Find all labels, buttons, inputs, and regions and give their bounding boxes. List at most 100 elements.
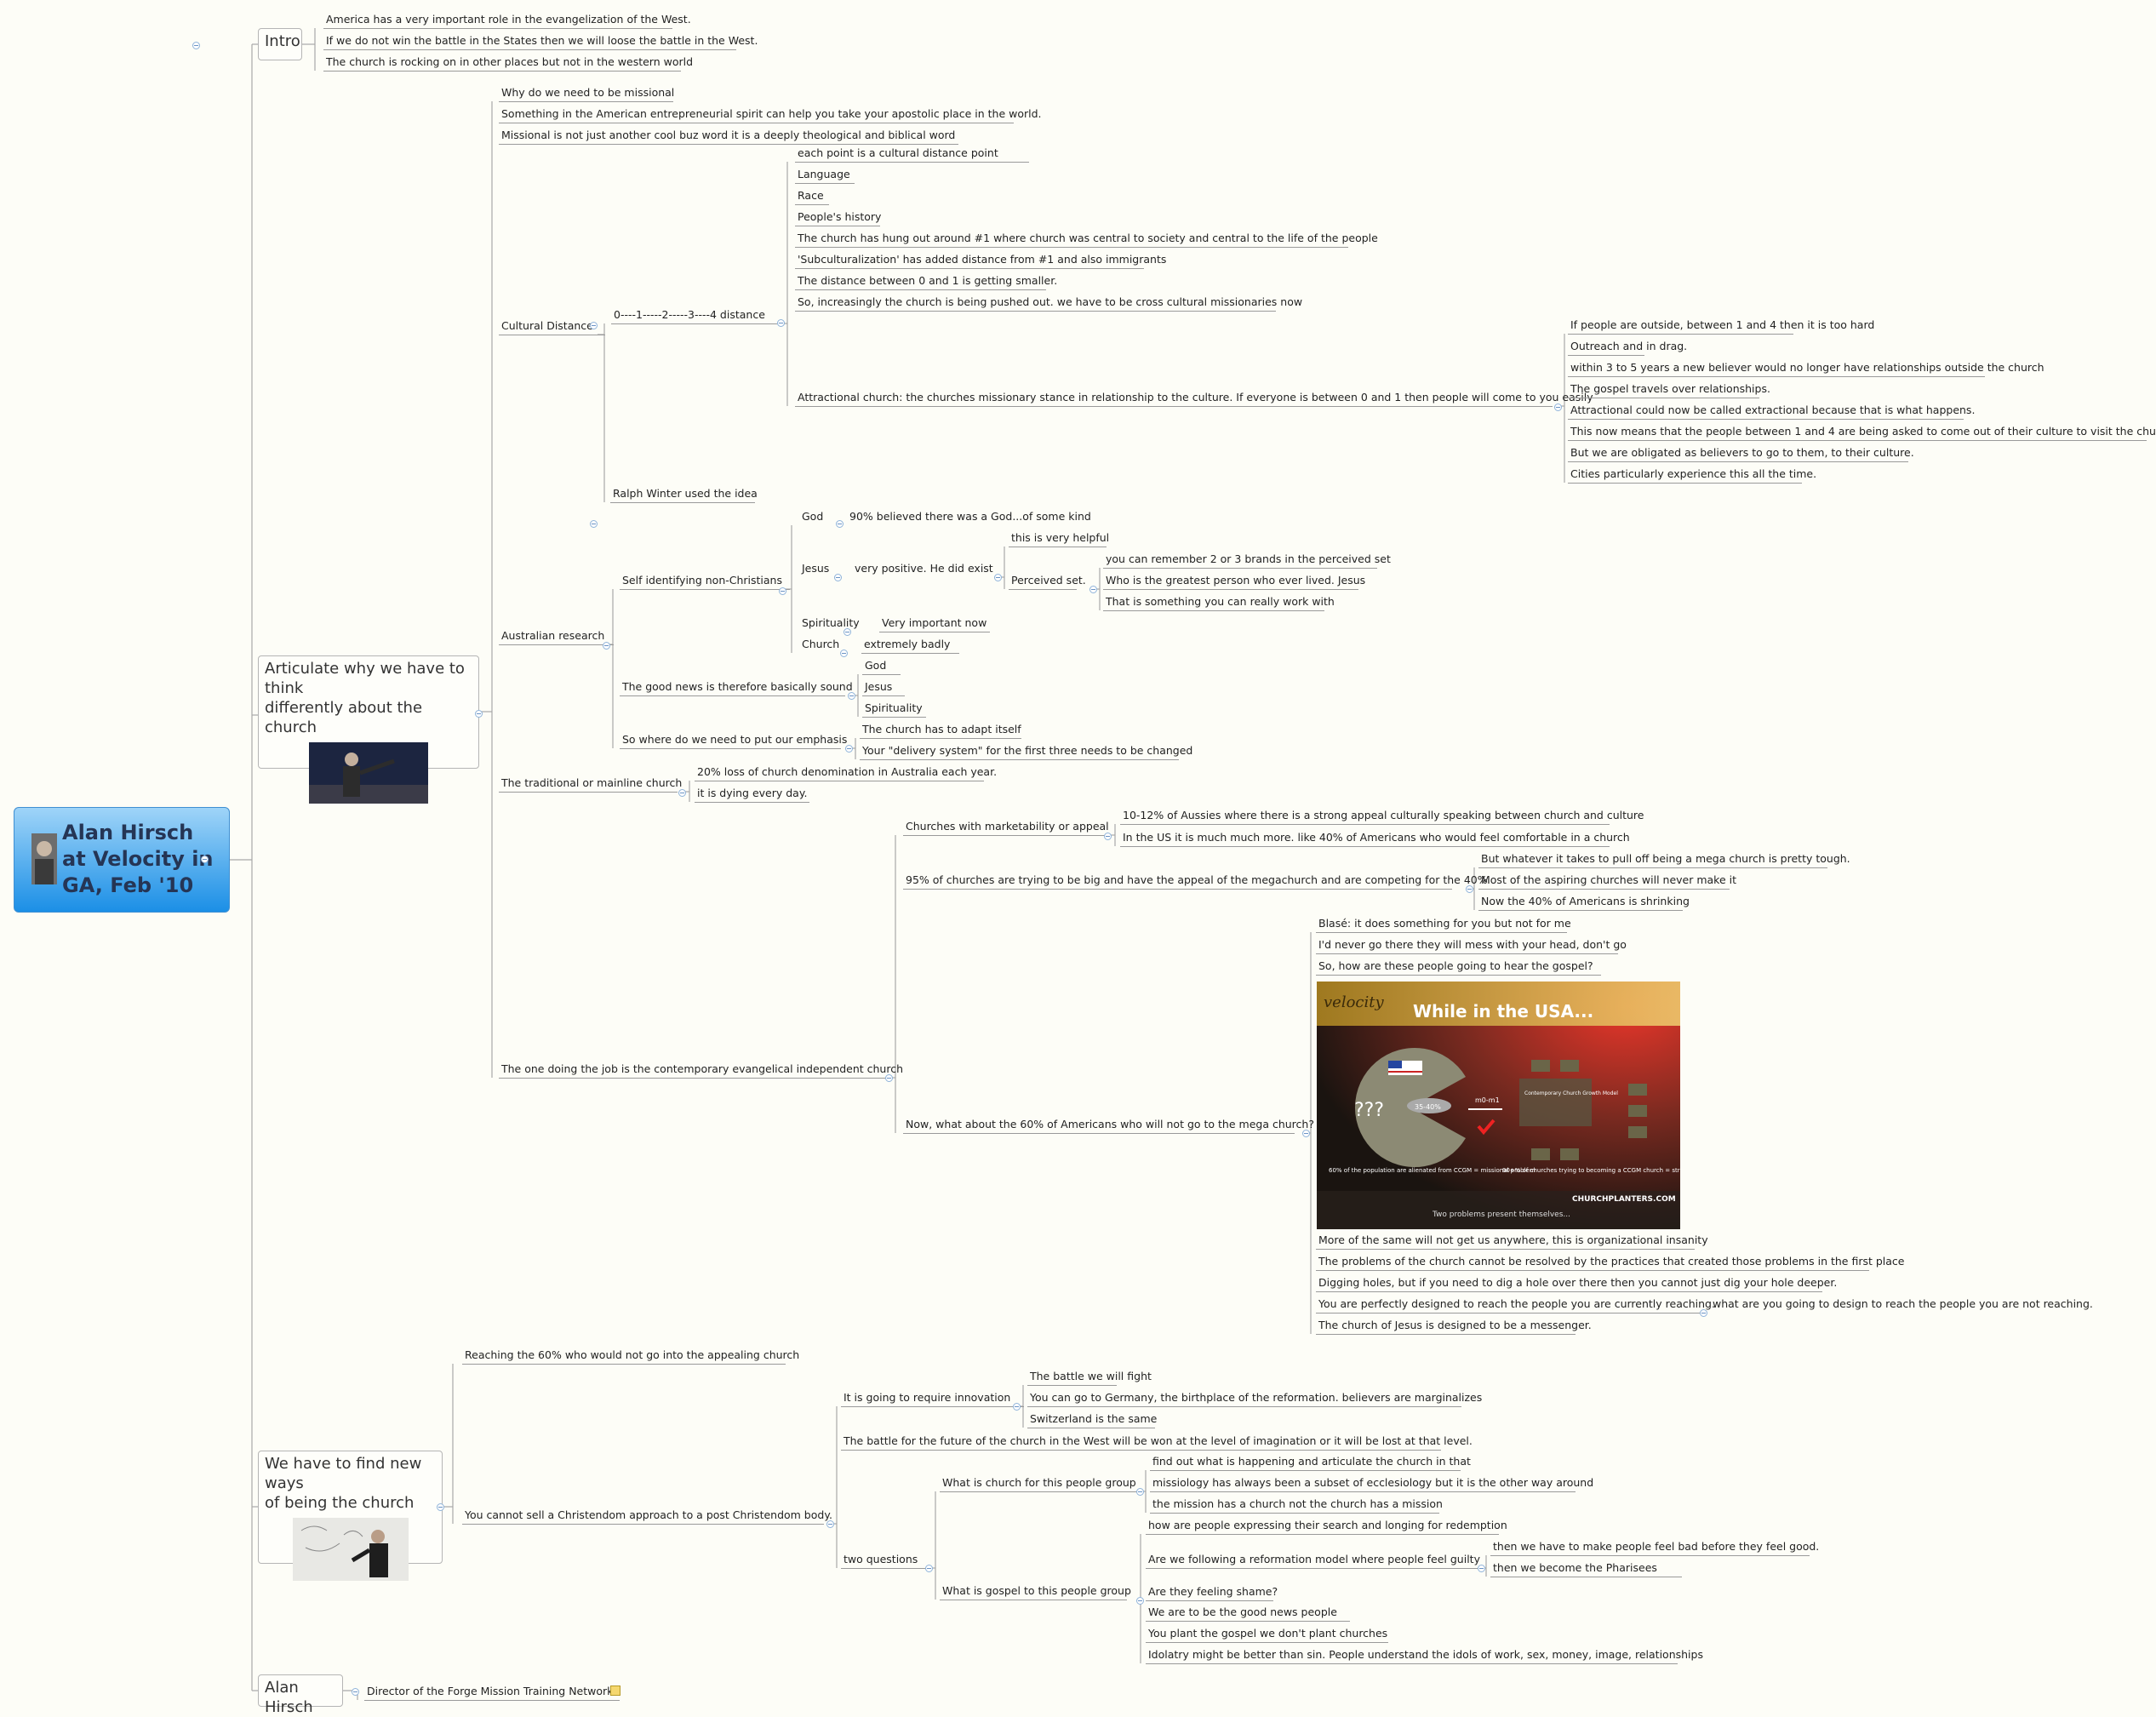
topic-node[interactable]: how are people expressing their search a… <box>1146 1519 1499 1535</box>
topic-node[interactable]: More of the same will not get us anywher… <box>1316 1233 1695 1250</box>
topic-node[interactable]: Something in the American entrepreneuria… <box>499 107 1014 123</box>
topic-node[interactable]: People's history <box>795 210 880 226</box>
topic-node[interactable]: The battle for the future of the church … <box>841 1434 1441 1451</box>
topic-node[interactable]: 0----1-----2-----3----4 distance <box>611 308 777 324</box>
topic-node[interactable]: 95% of churches are trying to be big and… <box>903 873 1452 890</box>
topic-node[interactable]: Switzerland is the same <box>1027 1412 1155 1428</box>
topic-node[interactable]: Digging holes, but if you need to dig a … <box>1316 1276 1822 1292</box>
topic-node[interactable]: Director of the Forge Mission Training N… <box>364 1685 620 1701</box>
topic-node[interactable]: two questions <box>841 1553 930 1569</box>
branch-new-ways[interactable]: We have to find new ways of being the ch… <box>258 1451 443 1564</box>
branch-intro[interactable]: Intro <box>258 28 302 60</box>
topic-node[interactable]: The problems of the church cannot be res… <box>1316 1255 1869 1271</box>
topic-node[interactable]: The battle we will fight <box>1027 1370 1117 1386</box>
topic-node[interactable]: Jesus <box>862 680 905 696</box>
collapse-toggle-icon[interactable] <box>475 710 483 718</box>
topic-node[interactable]: this is very helpful <box>1009 531 1107 547</box>
topic-node[interactable]: the mission has a church not the church … <box>1150 1497 1439 1514</box>
topic-node[interactable]: extremely badly <box>861 638 959 654</box>
collapse-toggle-icon[interactable] <box>1466 885 1473 893</box>
topic-node[interactable]: Language <box>795 168 855 184</box>
topic-node[interactable]: Outreach and in drag. <box>1568 340 1644 356</box>
topic-node[interactable]: You are perfectly designed to reach the … <box>1316 1297 1707 1314</box>
collapse-toggle-icon[interactable] <box>834 574 842 581</box>
collapse-toggle-icon[interactable] <box>1089 586 1097 593</box>
topic-node[interactable]: We are to be the good news people <box>1146 1605 1350 1622</box>
topic-node[interactable]: God <box>799 510 838 525</box>
collapse-toggle-icon[interactable] <box>201 856 209 863</box>
topic-node[interactable]: Attractional could now be called extract… <box>1568 403 1964 420</box>
collapse-toggle-icon[interactable] <box>1302 1130 1310 1137</box>
topic-node[interactable]: you can remember 2 or 3 brands in the pe… <box>1103 552 1377 569</box>
topic-node[interactable]: Why do we need to be missional <box>499 86 673 102</box>
topic-node[interactable]: Idolatry might be better than sin. Peopl… <box>1146 1648 1678 1664</box>
collapse-toggle-icon[interactable] <box>845 745 853 753</box>
collapse-toggle-icon[interactable] <box>779 587 786 595</box>
topic-node[interactable]: Race <box>795 189 829 205</box>
branch-articulate[interactable]: Articulate why we have to think differen… <box>258 655 479 769</box>
topic-node[interactable]: So, increasingly the church is being pus… <box>795 295 1276 312</box>
topic-node[interactable]: In the US it is much much more. like 40%… <box>1120 831 1610 847</box>
topic-node[interactable]: So, how are these people going to hear t… <box>1316 959 1601 976</box>
topic-node[interactable]: Who is the greatest person who ever live… <box>1103 574 1358 590</box>
collapse-toggle-icon[interactable] <box>590 322 598 329</box>
collapse-toggle-icon[interactable] <box>590 520 598 528</box>
topic-node[interactable]: What is gospel to this people group <box>940 1584 1127 1600</box>
topic-node[interactable]: Spirituality <box>799 616 863 632</box>
topic-node[interactable]: then we become the Pharisees <box>1490 1561 1682 1577</box>
topic-node[interactable]: The distance between 0 and 1 is getting … <box>795 274 1046 290</box>
collapse-toggle-icon[interactable] <box>1013 1403 1021 1411</box>
topic-node[interactable]: If people are outside, between 1 and 4 t… <box>1568 318 1793 335</box>
collapse-toggle-icon[interactable] <box>925 1565 933 1572</box>
topic-node[interactable]: The gospel travels over relationships. <box>1568 382 1759 398</box>
collapse-toggle-icon[interactable] <box>840 650 848 657</box>
topic-node[interactable]: If we do not win the battle in the State… <box>323 34 736 50</box>
topic-node[interactable]: very positive. He did exist <box>852 562 1001 577</box>
topic-node[interactable]: Spirituality <box>862 701 926 718</box>
topic-node[interactable]: 10-12% of Aussies where there is a stron… <box>1120 809 1610 825</box>
collapse-toggle-icon[interactable] <box>836 520 844 528</box>
topic-node[interactable]: America has a very important role in the… <box>323 13 672 29</box>
topic-node[interactable]: Most of the aspiring churches will never… <box>1478 873 1730 890</box>
topic-node[interactable]: You cannot sell a Christendom approach t… <box>462 1508 824 1525</box>
topic-node[interactable]: So where do we need to put our emphasis <box>620 733 841 749</box>
topic-node[interactable]: Ralph Winter used the idea <box>610 487 755 503</box>
topic-node[interactable]: find out what is happening and articulat… <box>1150 1455 1461 1471</box>
collapse-toggle-icon[interactable] <box>885 1074 893 1082</box>
topic-node[interactable]: Very important now <box>879 616 990 632</box>
collapse-toggle-icon[interactable] <box>352 1688 359 1696</box>
collapse-toggle-icon[interactable] <box>1104 833 1112 840</box>
topic-node[interactable]: The church has to adapt itself <box>860 723 1021 739</box>
topic-node[interactable]: Are we following a reformation model whe… <box>1146 1553 1482 1569</box>
collapse-toggle-icon[interactable] <box>1136 1488 1144 1496</box>
topic-node[interactable]: What is church for this people group <box>940 1476 1140 1492</box>
collapse-toggle-icon[interactable] <box>192 42 200 49</box>
topic-node[interactable]: Your "delivery system" for the first thr… <box>860 744 1179 760</box>
topic-node[interactable]: But whatever it takes to pull off being … <box>1478 852 1827 868</box>
topic-node[interactable]: within 3 to 5 years a new believer would… <box>1568 361 1985 377</box>
topic-node[interactable]: That is something you can really work wi… <box>1103 595 1324 611</box>
topic-node[interactable]: The good news is therefore basically sou… <box>620 680 845 696</box>
topic-node[interactable]: Are they feeling shame? <box>1146 1585 1273 1601</box>
topic-node[interactable]: You plant the gospel we don't plant chur… <box>1146 1627 1388 1643</box>
topic-node[interactable]: It is going to require innovation <box>841 1391 1024 1407</box>
topic-node[interactable]: 90% believed there was a God...of some k… <box>847 510 1060 525</box>
topic-node[interactable]: The one doing the job is the contemporar… <box>499 1062 886 1079</box>
collapse-toggle-icon[interactable] <box>844 628 851 636</box>
collapse-toggle-icon[interactable] <box>1554 403 1562 411</box>
root-topic[interactable]: Alan Hirsch at Velocity in GA, Feb '10 <box>14 807 230 913</box>
collapse-toggle-icon[interactable] <box>437 1503 444 1511</box>
topic-node[interactable]: Now the 40% of Americans is shrinking <box>1478 895 1683 911</box>
topic-node[interactable]: I'd never go there they will mess with y… <box>1316 938 1618 954</box>
topic-node[interactable]: But we are obligated as believers to go … <box>1568 446 1908 462</box>
topic-node[interactable]: Australian research <box>499 629 614 645</box>
topic-node[interactable]: Blasé: it does something for you but not… <box>1316 917 1567 933</box>
topic-node[interactable]: The church of Jesus is designed to be a … <box>1316 1319 1576 1335</box>
branch-alan-hirsch[interactable]: Alan Hirsch <box>258 1674 343 1707</box>
note-icon[interactable] <box>610 1686 620 1696</box>
collapse-toggle-icon[interactable] <box>994 574 1002 581</box>
topic-node[interactable]: This now means that the people between 1… <box>1568 425 2147 441</box>
topic-node[interactable]: You can go to Germany, the birthplace of… <box>1027 1391 1461 1407</box>
topic-node[interactable]: Churches with marketability or appeal <box>903 820 1107 836</box>
topic-node[interactable]: each point is a cultural distance point <box>795 146 1029 163</box>
